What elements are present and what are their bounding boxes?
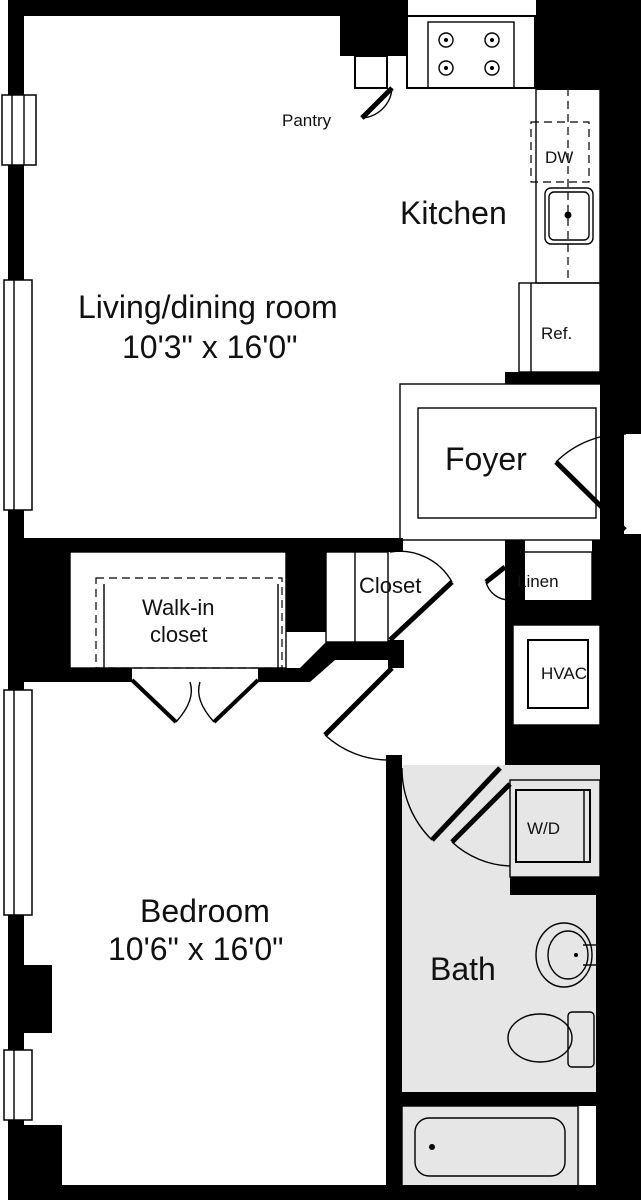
foyer-rug [417, 407, 597, 519]
wall-bath-right-lower [596, 895, 641, 1195]
wall-linen-block [505, 540, 525, 600]
living-dimensions: 10'3" x 16'0" [122, 329, 298, 365]
hvac-unit [527, 639, 589, 709]
bath-label: Bath [430, 951, 496, 987]
window-3 [3, 689, 33, 916]
pantry-label: Pantry [282, 111, 332, 130]
window-1 [1, 94, 37, 166]
entry-door-opening [624, 434, 641, 534]
wall-living-bedroom [8, 538, 403, 552]
window-4 [3, 1049, 33, 1121]
wall-closet-angle [300, 642, 390, 682]
closet-label: Closet [359, 573, 421, 598]
wall-tub-top [400, 1092, 596, 1106]
wall-wd-right [600, 765, 641, 895]
wall-hvac-surround [505, 600, 641, 625]
wall-walkin-right [286, 552, 326, 632]
foyer-label: Foyer [445, 441, 527, 477]
bathtub [401, 1105, 579, 1187]
dishwasher [530, 121, 590, 183]
toilet-bowl [507, 1013, 573, 1063]
hvac-label: HVAC [541, 664, 587, 683]
wall-closet-post [388, 640, 404, 668]
wall-walkin-left [24, 552, 70, 682]
wall-wd-bottom [510, 877, 641, 895]
wd-label: W/D [527, 819, 560, 838]
linen-label: Linen [517, 572, 559, 591]
wall-bath-left [386, 755, 402, 1185]
bedroom-name: Bedroom [140, 893, 270, 929]
wall-walkin-bottom-left [24, 668, 132, 682]
window-2 [3, 279, 33, 511]
living-name: Living/dining room [78, 289, 338, 325]
stove-burners [438, 32, 500, 76]
wall-top-pantry [340, 0, 408, 56]
wall-top-right [536, 0, 641, 90]
bath-floor [400, 765, 600, 1100]
column-left [22, 965, 52, 1033]
bedroom-dimensions: 10'6" x 16'0" [108, 931, 284, 967]
wall-foyer-top [505, 372, 641, 384]
refrigerator [518, 282, 601, 373]
wall-hvac-left [505, 600, 513, 765]
wall-bottom [8, 1185, 641, 1200]
wall-top [8, 0, 348, 16]
wd-unit [515, 789, 591, 863]
wall-hvac-bottom [505, 725, 641, 765]
refrigerator-label: Ref. [541, 324, 572, 343]
wd-closet [509, 779, 601, 878]
bath-sink [535, 922, 593, 988]
kitchen-label: Kitchen [400, 195, 507, 231]
pantry-box [354, 55, 388, 89]
hvac-closet [512, 624, 601, 726]
wall-left-top [8, 0, 24, 1200]
sink [544, 187, 594, 245]
linen-box [509, 551, 593, 603]
walkin-shelf [95, 577, 283, 669]
wall-walkin-bottom-right [258, 668, 308, 682]
column-bottom-left [22, 1125, 62, 1190]
walkin-label-1: Walk-in [142, 595, 215, 620]
walkin-label-2: closet [150, 622, 207, 647]
toilet-tank [567, 1011, 595, 1068]
dishwasher-label: DW [545, 148, 573, 167]
stove [406, 15, 536, 89]
closet-box [325, 551, 389, 643]
